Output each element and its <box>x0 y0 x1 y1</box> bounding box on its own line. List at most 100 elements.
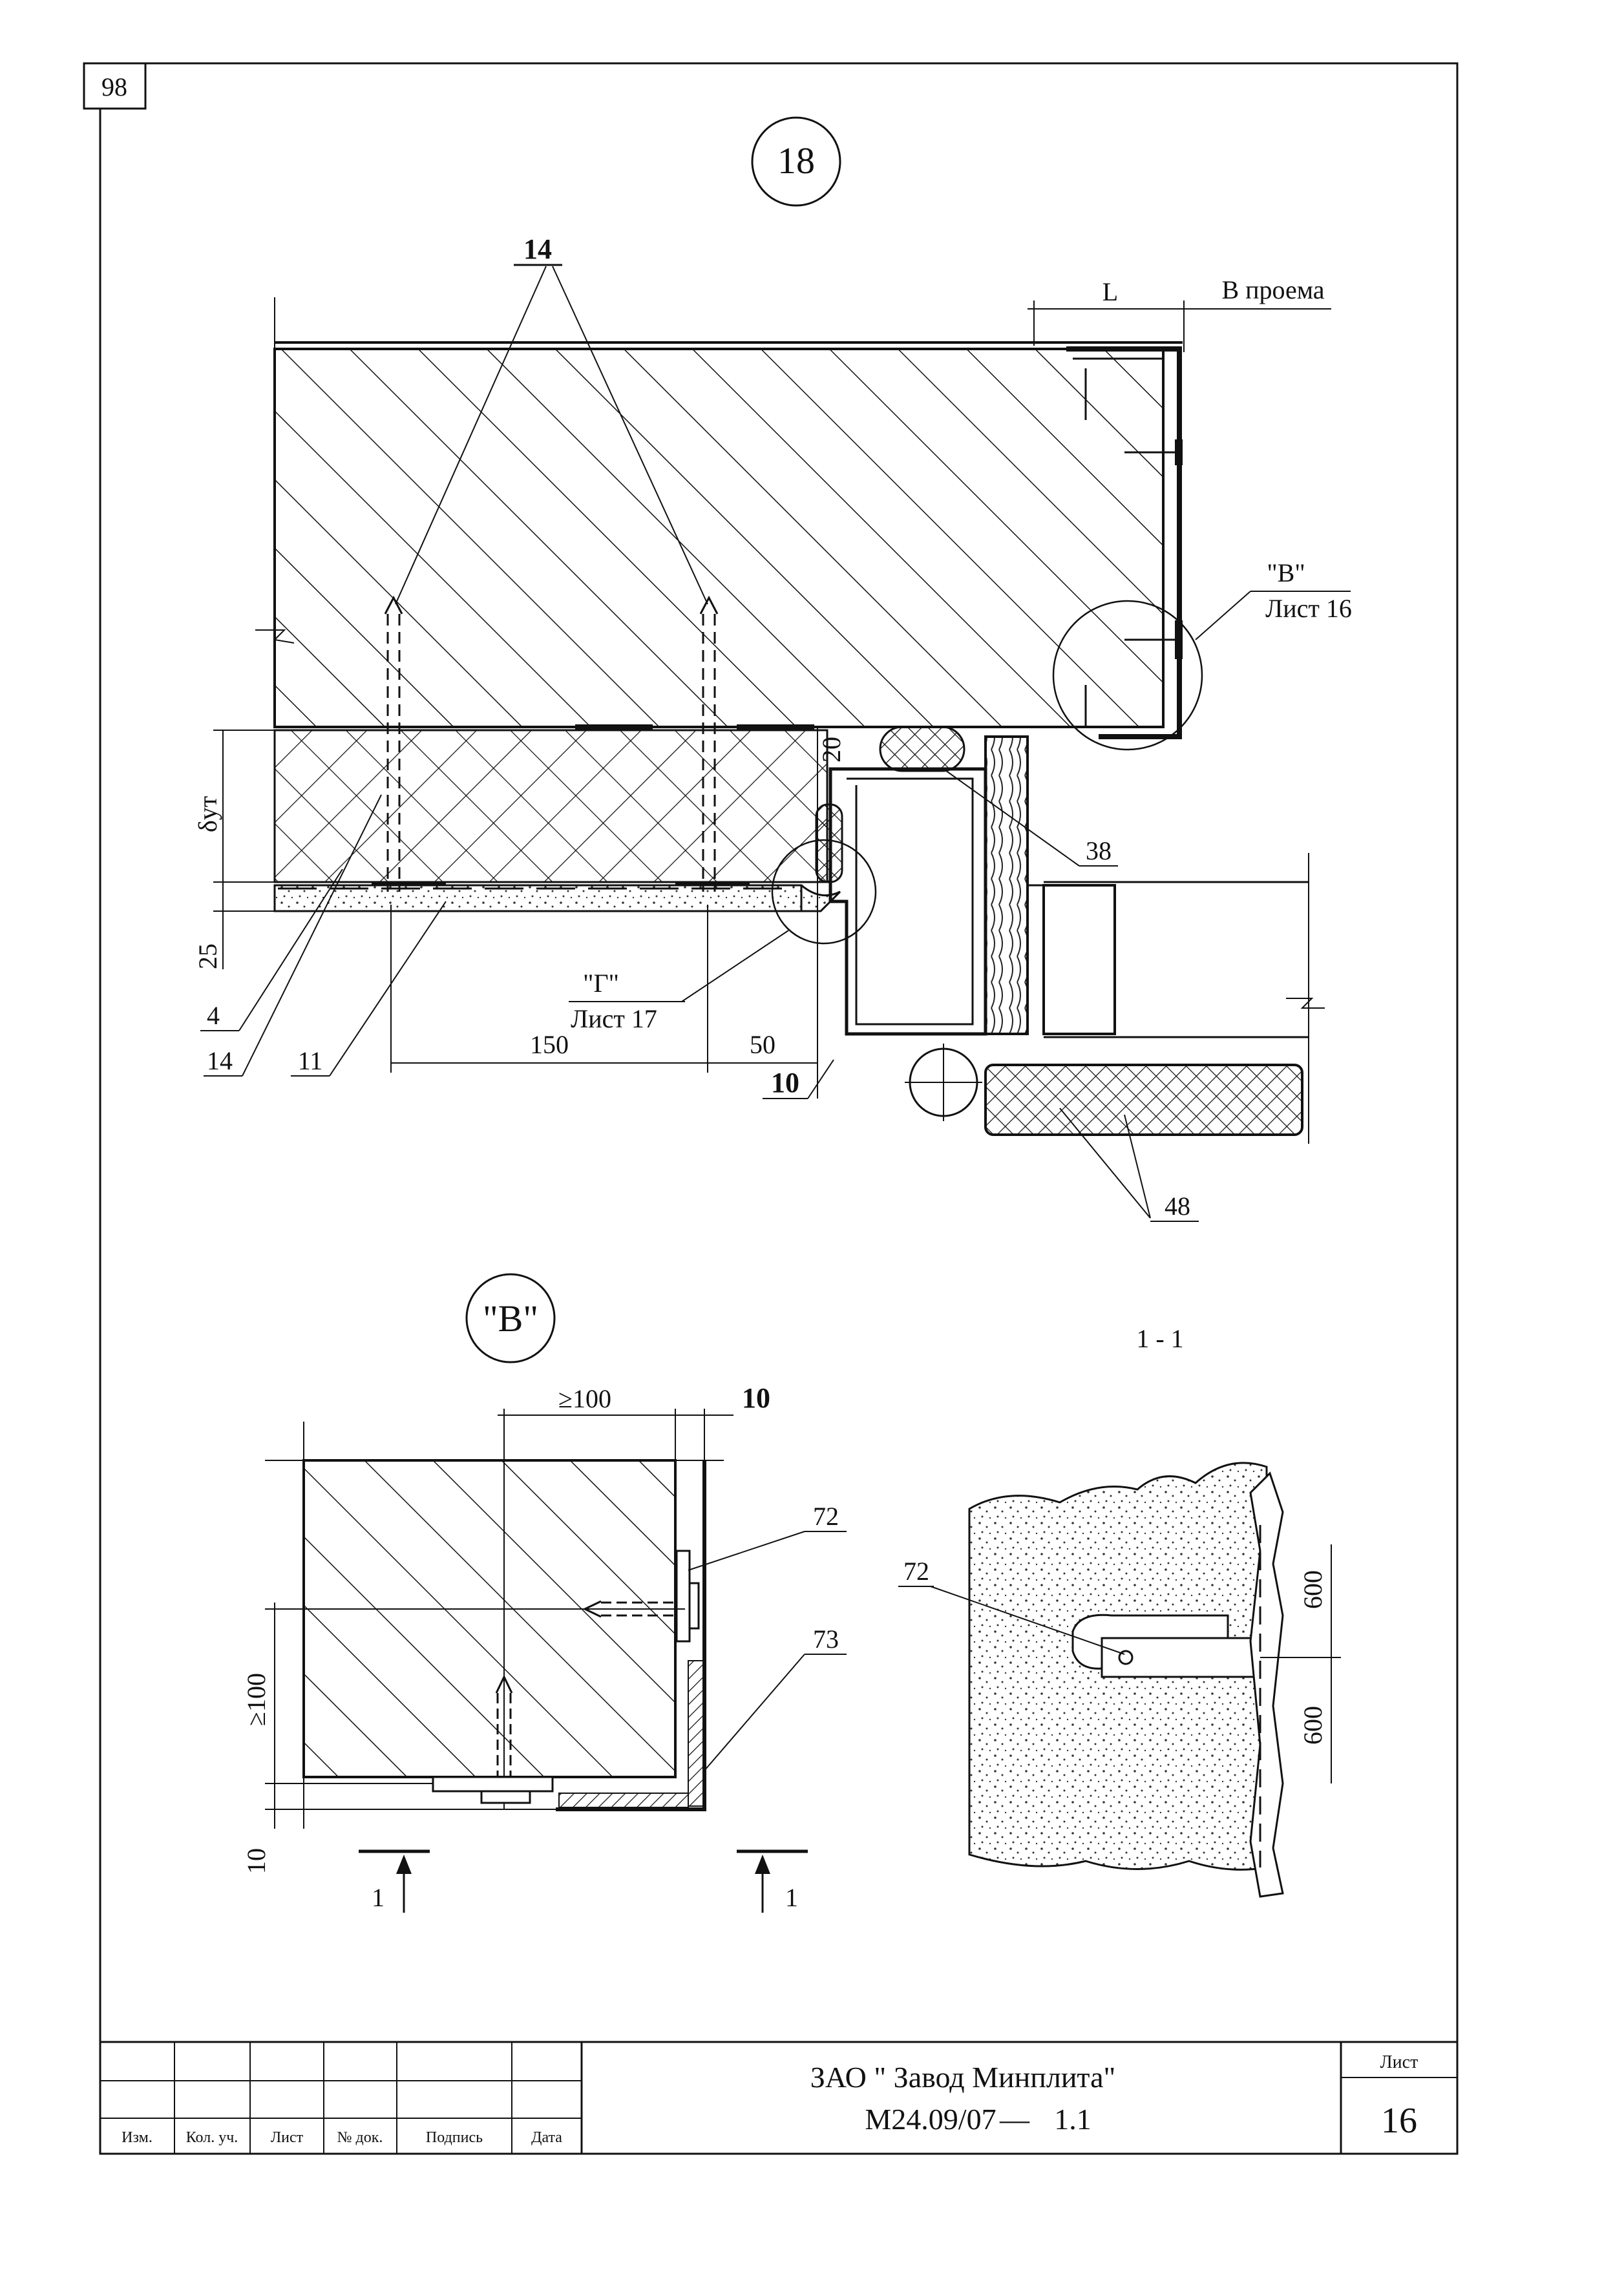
detail-v-concrete <box>302 1459 677 1778</box>
inner-frame <box>1042 884 1116 1035</box>
detail-v-callout-72-leader <box>688 1531 805 1571</box>
slab-black-strip-2 <box>737 724 814 731</box>
detail-g-ref-label: "Г" <box>583 969 619 998</box>
main-detail-18: 18 "В" Лист 16 L В проема <box>193 116 1352 1222</box>
sheet-number: 16 <box>1381 2101 1417 2141</box>
dim-gap-top: 20 <box>817 737 846 763</box>
detail-18-marker <box>751 116 841 207</box>
section-1-1: 1 - 1 72 600 600 <box>898 1324 1341 1898</box>
callout-14-top: 14 <box>523 233 552 265</box>
section-1-1-plate <box>1101 1637 1261 1678</box>
section-1-1-title: 1 - 1 <box>1136 1324 1183 1353</box>
sheet-label: Лист <box>1380 2052 1418 2072</box>
document-subcode: 1.1 <box>1054 2103 1091 2136</box>
timber-stud <box>984 735 1029 1035</box>
callout-14-leader-right <box>552 266 708 605</box>
detail-v-anchor-head <box>480 1790 531 1804</box>
dowel-right <box>675 595 750 892</box>
page-number: 98 <box>101 72 127 101</box>
callout-11-leader <box>329 901 447 1077</box>
title-block-frame <box>99 2041 1459 2155</box>
section-mark-left <box>359 1849 430 1913</box>
detail-v-plate-72 <box>675 1550 691 1643</box>
dim-50: 50 <box>750 1030 775 1059</box>
detail-v-ref-sheet: Лист 16 <box>1265 594 1352 623</box>
concrete-slab <box>273 348 1165 728</box>
slab-break-symbol <box>255 629 295 644</box>
detail-v-leader <box>1195 591 1251 640</box>
detail-v-bracket-73 <box>688 1660 705 1807</box>
detail-g-ring <box>771 839 877 945</box>
callout-4: 4 <box>207 1001 220 1030</box>
detail-v-callout-73: 73 <box>813 1625 839 1654</box>
section-mark-right-label: 1 <box>785 1883 798 1912</box>
section-1-1-cladding <box>1249 1471 1284 1898</box>
detail-v-marker <box>465 1273 556 1363</box>
document-code: М24.09/07 <box>865 2103 996 2136</box>
detail-v-angle <box>556 1460 706 1811</box>
slab-black-strip-1 <box>575 724 653 731</box>
callout-4-leader <box>238 868 343 1031</box>
callout-48: 48 <box>1165 1192 1190 1221</box>
detail-g-ref-sheet: Лист 17 <box>571 1004 657 1033</box>
detail-v-callout-73-leader <box>704 1654 805 1771</box>
callout-10-leader <box>807 1059 834 1099</box>
insulation-layer <box>273 729 828 883</box>
callout-48-leader-1 <box>1059 1108 1151 1219</box>
dim-plaster: 25 <box>193 943 222 969</box>
callout-38: 38 <box>1086 836 1112 865</box>
break-symbol-right <box>1286 998 1325 1009</box>
clip-1 <box>1175 439 1183 465</box>
title-block: Изм. Кол. уч. Лист № док. Подпись Дата З… <box>99 2041 1459 2155</box>
callout-10: 10 <box>771 1067 799 1099</box>
callout-14-bottom: 14 <box>207 1046 233 1075</box>
callout-14b-leader <box>242 794 382 1077</box>
section-1-1-callout-72: 72 <box>903 1557 929 1586</box>
callout-11: 11 <box>298 1046 323 1075</box>
detail-v-dim-min100-side: ≥100 <box>242 1673 271 1726</box>
company-name: ЗАО " Завод Минплита" <box>810 2061 1116 2094</box>
dowel-left <box>372 595 446 892</box>
dim-150: 150 <box>530 1030 569 1059</box>
detail-v-dim-10-top: 10 <box>742 1382 770 1414</box>
detail-v-ref-label: "В" <box>1267 558 1305 587</box>
detail-v-dim-10-side: 10 <box>242 1848 271 1874</box>
detail-v-callout-72: 72 <box>813 1502 839 1531</box>
detail-v: "В" ≥100 10 ≥100 10 <box>242 1273 847 1913</box>
frame-profile-outer <box>828 767 987 1036</box>
col-kol-uch: Кол. уч. <box>186 2129 238 2146</box>
document-dash: — <box>999 2103 1030 2136</box>
callout-14-leader-left <box>395 266 547 605</box>
detail-v-ring <box>1052 600 1203 751</box>
detail-g-leader <box>681 930 789 1002</box>
insulation-strip <box>984 1064 1303 1136</box>
section-mark-left-label: 1 <box>372 1883 385 1912</box>
callout-38-leader <box>943 768 1080 867</box>
edge-angle-inner <box>1073 357 1165 727</box>
detail-v-title: "В" <box>483 1298 538 1340</box>
detail-v-plate-72b <box>688 1582 700 1630</box>
detail-v-base-plate <box>432 1776 554 1793</box>
clip-2 <box>1175 620 1183 659</box>
section-1-1-bolt <box>1118 1650 1134 1665</box>
detail-18-number: 18 <box>777 140 815 182</box>
section-1-1-dim-600-bottom: 600 <box>1298 1706 1327 1745</box>
section-1-1-callout-72-leader <box>930 1586 1125 1655</box>
detail-v-dim-min100-top: ≥100 <box>558 1384 611 1413</box>
page-number-box <box>83 62 147 110</box>
dim-opening: В проема <box>1221 275 1324 304</box>
dim-thickness-label: δут <box>193 796 222 832</box>
callout-48-leader-2 <box>1124 1114 1151 1219</box>
col-list: Лист <box>271 2129 304 2146</box>
frame-profile-inner <box>847 777 974 1026</box>
col-signature: Подпись <box>426 2129 483 2146</box>
dim-L: L <box>1102 277 1118 306</box>
section-1-1-dim-600-top: 600 <box>1298 1570 1327 1609</box>
col-izm: Изм. <box>121 2129 153 2146</box>
plaster-corner <box>801 884 841 912</box>
col-doc: № док. <box>337 2129 383 2146</box>
col-date: Дата <box>531 2129 562 2146</box>
detail-v-dowel-vertical <box>495 1674 513 1777</box>
sealant-bead-top <box>879 726 965 772</box>
